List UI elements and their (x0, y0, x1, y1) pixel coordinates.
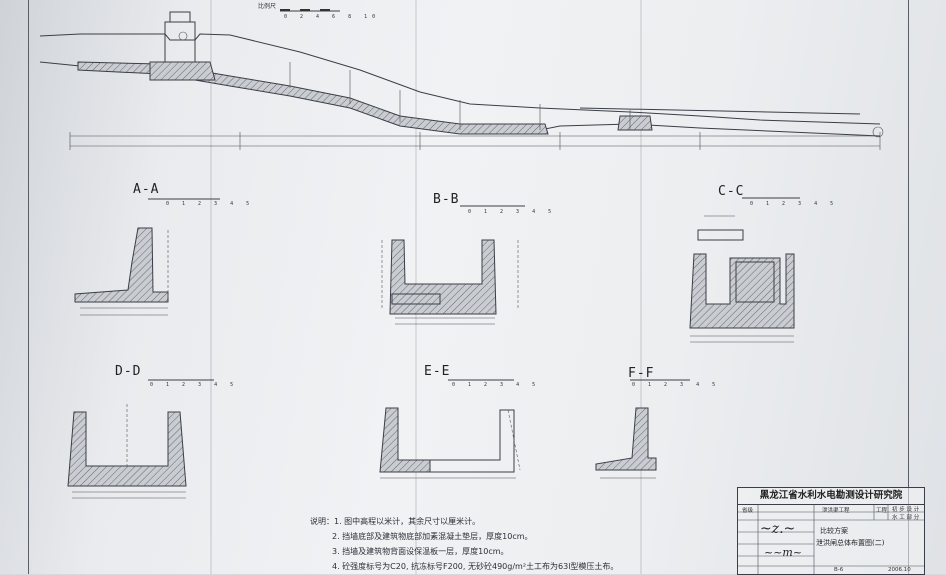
section-scale-e: 0 1 2 3 4 5 (452, 382, 541, 388)
note-item: 3. 挡墙及建筑物背面设保温板一层，厚度10cm。 (332, 547, 509, 556)
tb-date: 2006.10 (888, 567, 911, 573)
section-e-e (379, 379, 521, 479)
scale-numbers: 0 2 4 6 8 10 (284, 14, 381, 20)
drawing-notes: 说明：1. 图中高程以米计，其余尺寸以厘米计。 2. 挡墙底部及建筑物底部加素混… (310, 514, 618, 574)
drawing-title-line2: 泄洪闸总体布置图(二) (816, 539, 885, 547)
signature: ~~m~ (764, 546, 803, 559)
section-scale-a: 0 1 2 3 4 5 (166, 201, 255, 207)
top-scale-bar (280, 9, 340, 12)
section-title-f-f: F-F (628, 366, 655, 381)
section-c-c (689, 197, 800, 343)
longitudinal-profile (39, 11, 884, 150)
note-item: 4. 砼强度标号为C20, 抗冻标号F200, 无砂砼490g/m²土工布为63… (332, 562, 619, 571)
tb-sheet-no: B-6 (834, 567, 844, 573)
section-title-d-d: D-D (115, 364, 142, 379)
section-title-a-a: A-A (133, 182, 160, 197)
section-scale-c: 0 1 2 3 4 5 (750, 201, 839, 207)
tb-cell: 水 工 部 分 (892, 515, 920, 521)
section-b-b (381, 205, 525, 325)
paper-fold (210, 0, 212, 574)
section-title-b-b: B-B (433, 192, 460, 207)
section-scale-d: 0 1 2 3 4 5 (150, 382, 239, 388)
drawing-title-line1: 比较方案 (820, 527, 848, 535)
title-block: 黑龙江省水利水电勘测设计研究院 省级 泄洪渠工程 工程 初 步 设 计 水 工 … (737, 487, 925, 575)
section-a-a (74, 198, 220, 316)
section-title-c-c: C-C (718, 184, 745, 199)
drawing-border-inner (908, 0, 909, 574)
organization-name: 黑龙江省水利水电勘测设计研究院 (738, 488, 924, 505)
paper-fold (640, 0, 642, 574)
tb-cell: 工程 (876, 508, 888, 514)
section-scale-b: 0 1 2 3 4 5 (468, 209, 557, 215)
note-item: 1. 图中高程以米计，其余尺寸以厘米计。 (334, 517, 481, 526)
tb-cell: 泄洪渠工程 (822, 508, 850, 514)
note-item: 2. 挡墙底部及建筑物底部加素混凝土垫层，厚度10cm。 (332, 532, 533, 541)
signature: ~z.~ (760, 521, 796, 537)
drawing-border (28, 0, 929, 574)
section-scale-f: 0 1 2 3 4 5 (632, 382, 721, 388)
section-title-e-e: E-E (424, 364, 451, 379)
tb-cell: 初 步 设 计 (892, 507, 920, 513)
section-f-f (595, 379, 690, 479)
title-block-grid (738, 504, 924, 574)
scale-label: 比例尺 (258, 3, 277, 10)
tb-cell: 省级 (742, 508, 754, 514)
section-d-d (67, 379, 214, 499)
notes-label: 说明： (310, 517, 334, 526)
